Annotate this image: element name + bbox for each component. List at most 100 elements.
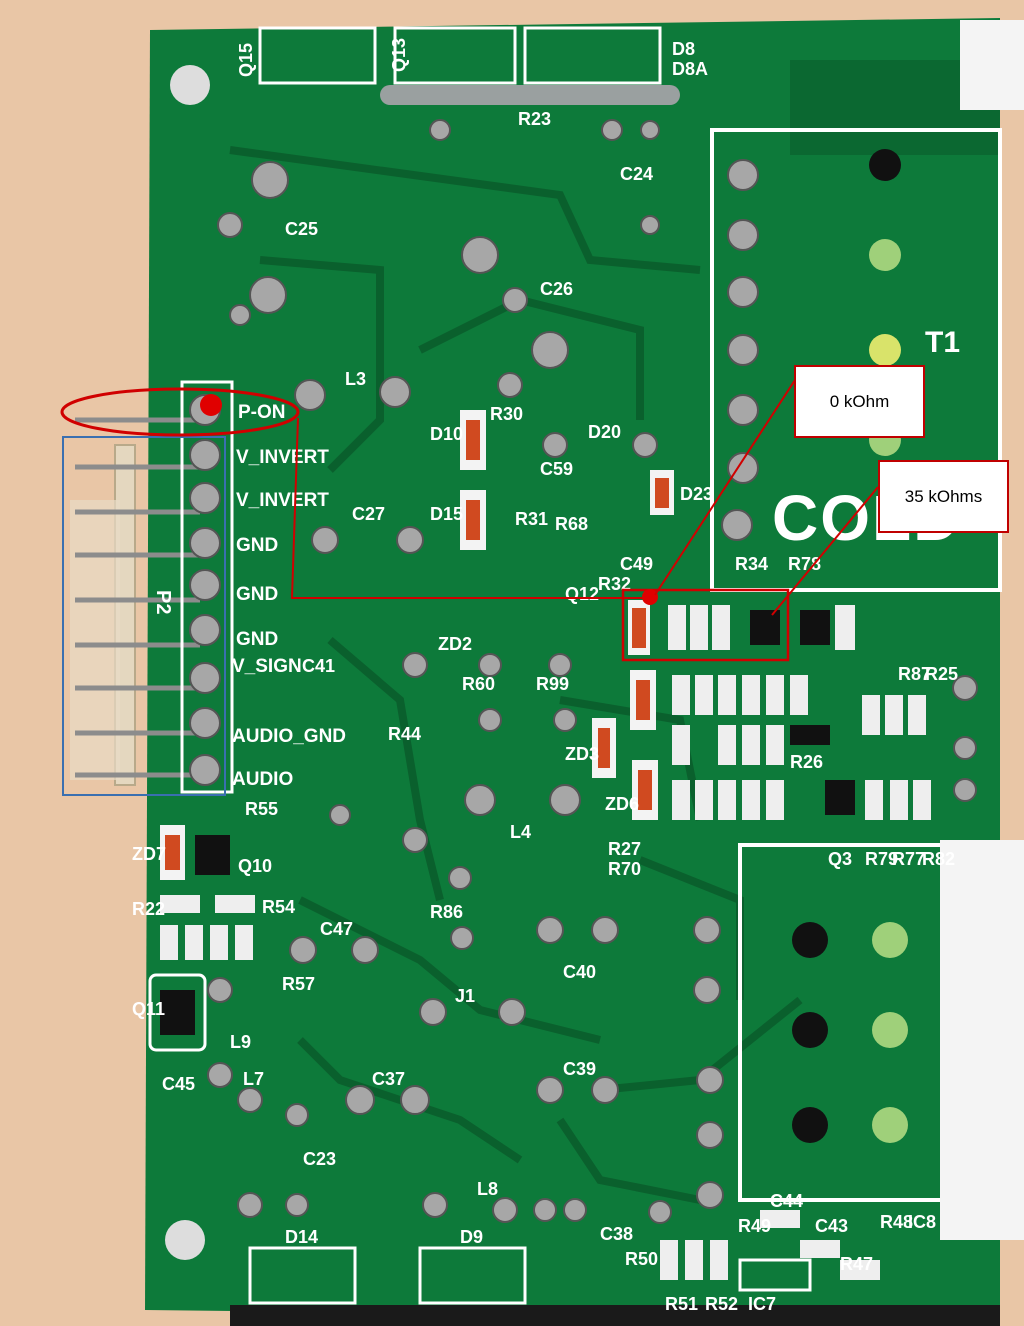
label-q3: Q3 <box>828 849 852 869</box>
label-c49: C49 <box>620 554 653 574</box>
label-c41: C41 <box>302 656 335 676</box>
label-r87: R87 <box>898 664 931 684</box>
board-edge-label-2 <box>940 840 1024 1240</box>
label-r51: R51 <box>665 1294 698 1314</box>
label-d9: D9 <box>460 1227 483 1247</box>
label-r25: R25 <box>925 664 958 684</box>
label-r70: R70 <box>608 859 641 879</box>
measurement-highlight-box <box>621 588 790 662</box>
label-l3: L3 <box>345 369 366 389</box>
label-c45: C45 <box>162 1074 195 1094</box>
p-on-marker-dot <box>200 394 222 416</box>
pin-label-9: AUDIO <box>232 769 293 790</box>
top-transistor-footprints <box>258 26 662 85</box>
label-r68: R68 <box>555 514 588 534</box>
label-r34: R34 <box>735 554 768 574</box>
label-c38: C38 <box>600 1224 633 1244</box>
label-d8: D8 <box>672 39 695 59</box>
label-r47: R47 <box>840 1254 873 1274</box>
measure-point-dot <box>642 589 658 605</box>
callout-0-kohm: 0 kOhm <box>794 365 925 438</box>
label-ic7: IC7 <box>748 1294 776 1314</box>
callout-35-kohms: 35 kOhms <box>878 460 1009 533</box>
label-zd2: ZD2 <box>438 634 472 654</box>
label-ic8: IC8 <box>908 1212 936 1232</box>
label-r49: R49 <box>738 1216 771 1236</box>
connector-designator: P2 <box>152 590 174 614</box>
label-q12: Q12 <box>565 584 599 604</box>
label-d15: D15 <box>430 504 463 524</box>
pin-label-1: P-ON <box>238 402 286 423</box>
label-r77: R77 <box>892 849 925 869</box>
pin-label-6: GND <box>236 629 278 650</box>
label-c25: C25 <box>285 219 318 239</box>
label-r50: R50 <box>625 1249 658 1269</box>
label-d8a: D8A <box>672 59 708 79</box>
label-r86: R86 <box>430 902 463 922</box>
label-c37: C37 <box>372 1069 405 1089</box>
pin-label-4: GND <box>236 535 278 556</box>
pcb-board <box>145 18 1000 1320</box>
connector-highlight-box <box>62 436 226 796</box>
label-l9: L9 <box>230 1032 251 1052</box>
label-l8: L8 <box>477 1179 498 1199</box>
label-d14: D14 <box>285 1227 318 1247</box>
label-d20: D20 <box>588 422 621 442</box>
label-r52: R52 <box>705 1294 738 1314</box>
label-r57: R57 <box>282 974 315 994</box>
pin-label-2: V_INVERT <box>236 447 329 468</box>
label-d10: D10 <box>430 424 463 444</box>
label-r79: R79 <box>865 849 898 869</box>
label-q11: Q11 <box>132 999 165 1019</box>
label-r82: R82 <box>922 849 955 869</box>
label-r60: R60 <box>462 674 495 694</box>
silkscreen-labels: Q15 Q13 D8 D8A R23 C24 C25 C26 L3 R30 D1… <box>132 38 958 1314</box>
heatsink-bar <box>380 85 680 105</box>
label-t1: T1 <box>925 326 960 359</box>
transformer-pins <box>721 159 759 541</box>
label-q13: Q13 <box>389 38 409 72</box>
label-r23: R23 <box>518 109 551 129</box>
label-j1: J1 <box>455 986 475 1006</box>
label-zd7: ZD7 <box>132 844 166 864</box>
p-on-highlight-ellipse <box>60 387 300 437</box>
connector-pin-labels: P-ON V_INVERT V_INVERT GND GND GND V_SIG… <box>232 402 346 790</box>
transformer-holes <box>792 149 908 1143</box>
bottom-footprints <box>248 1246 527 1305</box>
label-d23: D23 <box>680 484 713 504</box>
label-c44: C44 <box>770 1191 803 1211</box>
label-r44: R44 <box>388 724 421 744</box>
label-c27: C27 <box>352 504 385 524</box>
label-r27: R27 <box>608 839 641 859</box>
cold-zone-outline <box>710 128 1002 592</box>
label-l7: L7 <box>243 1069 264 1089</box>
pin-label-3: V_INVERT <box>236 490 329 511</box>
label-q10: Q10 <box>238 856 272 876</box>
label-r78: R78 <box>788 554 821 574</box>
label-c23: C23 <box>303 1149 336 1169</box>
board-edge-label <box>960 20 1024 110</box>
board-bottom-edge <box>230 1305 1000 1326</box>
label-r30: R30 <box>490 404 523 424</box>
label-c39: C39 <box>563 1059 596 1079</box>
solder-joints <box>207 119 978 1224</box>
label-r22: R22 <box>132 899 165 919</box>
label-q15: Q15 <box>236 43 256 77</box>
label-r48: R48 <box>880 1212 913 1232</box>
label-r99: R99 <box>536 674 569 694</box>
label-zd3: ZD3 <box>565 744 599 764</box>
smd-components <box>148 410 931 1292</box>
callout-leader-a <box>654 379 796 596</box>
pin-label-8: AUDIO_GND <box>232 726 346 747</box>
label-c59: C59 <box>540 459 573 479</box>
label-c43: C43 <box>815 1216 848 1236</box>
mounting-holes <box>165 65 210 1260</box>
label-l4: L4 <box>510 822 531 842</box>
label-zd6: ZD6 <box>605 794 639 814</box>
label-r31: R31 <box>515 509 548 529</box>
label-r54: R54 <box>262 897 295 917</box>
pin-label-5: GND <box>236 584 278 605</box>
label-r55: R55 <box>245 799 278 819</box>
label-c47: C47 <box>320 919 353 939</box>
